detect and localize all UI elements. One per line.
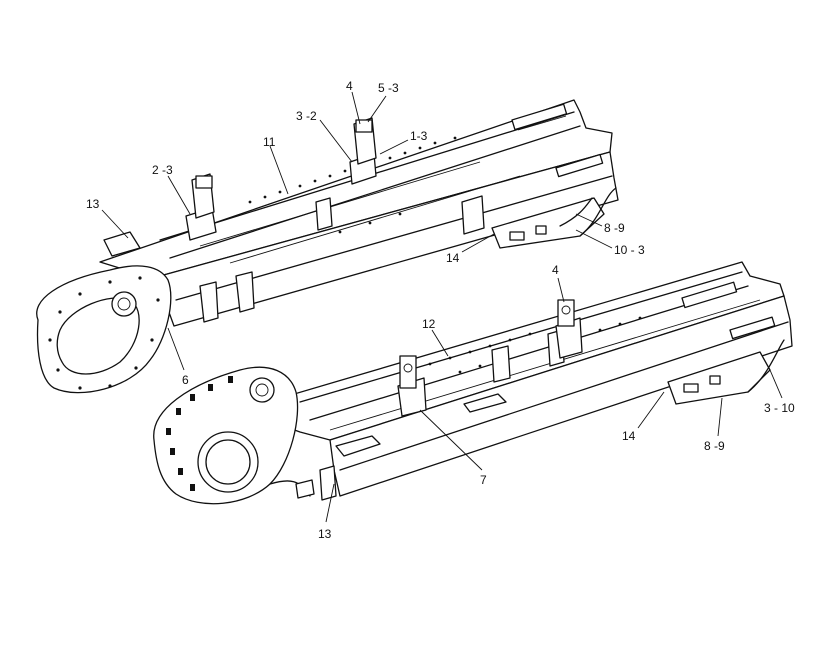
callout-labels: 4 5 -3 3 -2 1-3 11 2 -3 13 8 -9 10 - 3 1… [86,79,795,541]
leader-lines [101,91,783,523]
callout-13-upper: 13 [86,197,100,211]
callout-3-10: 3 - 10 [764,401,795,415]
callout-5-3: 5 -3 [378,81,399,95]
callout-4-upper: 4 [346,79,353,93]
callout-1-3: 1-3 [410,129,428,143]
callout-10-3: 10 - 3 [614,243,645,257]
callout-8-9-lower: 8 -9 [704,439,725,453]
callout-7: 7 [480,473,487,487]
upper-track-frame [36,99,619,394]
callout-12: 12 [422,317,436,331]
callout-3-2: 3 -2 [296,109,317,123]
callout-4-lower: 4 [552,263,559,277]
callout-6: 6 [182,373,189,387]
callout-2-3: 2 -3 [152,163,173,177]
callout-13-lower: 13 [318,527,332,541]
callout-14-upper: 14 [446,251,460,265]
callout-14-lower: 14 [622,429,636,443]
lower-track-frame [153,261,793,505]
callout-11: 11 [263,135,276,149]
callout-8-9-upper: 8 -9 [604,221,625,235]
